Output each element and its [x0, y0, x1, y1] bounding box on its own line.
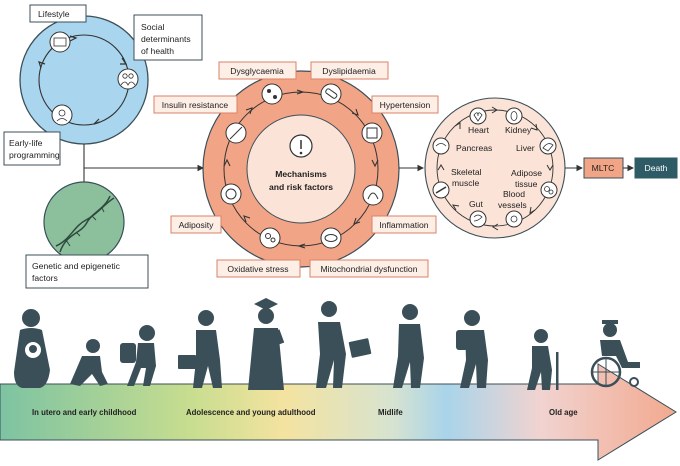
skeletal-label-1: Skeletal: [451, 167, 482, 177]
death-box: Death: [634, 157, 678, 179]
mechanisms-boxes-oxidative-stress-label: Oxidative stress: [227, 264, 288, 274]
blood-vessel-icon: [505, 210, 523, 228]
oxidative-icon: [259, 227, 281, 249]
elderly-cane-figure-icon: [527, 329, 559, 390]
heart-label: Heart: [468, 125, 490, 135]
social-label-2: determinants: [141, 34, 191, 44]
blood-pressure-icon: [361, 122, 383, 144]
inflammation-box: Inflammation: [371, 215, 437, 234]
life-course-figures: [14, 298, 640, 390]
inflammation-icon: [362, 184, 384, 206]
gut-label: Gut: [469, 199, 483, 209]
mechanisms-boxes-dyslipidaemia-label: Dyslipidaemia: [322, 66, 376, 76]
gut-icon: [469, 210, 487, 228]
adipose-label-1: Adipose: [511, 168, 542, 178]
mechanisms-circle: Mechanisms and risk factors: [202, 70, 400, 268]
adult-folder-figure-icon: [316, 301, 372, 388]
lipid-icon: [320, 83, 342, 105]
fat-cell-icon: [220, 183, 242, 205]
dysglycaemia-box: Dysglycaemia: [218, 61, 297, 80]
mechanisms-boxes-mitochondrial-label: Mitochondrial dysfunction: [321, 264, 418, 274]
social-icon: [117, 68, 139, 90]
pancreas-icon: [432, 137, 450, 155]
insulin-resistance-box: Insulin resistance: [153, 95, 238, 114]
infant-icon: [51, 104, 73, 126]
timeline-arrow: [0, 363, 677, 461]
lifestyle-box: Lifestyle: [29, 4, 87, 23]
outcomes-death-label: Death: [645, 163, 668, 173]
adolescent-figure-icon: [178, 310, 222, 388]
outcomes-mltc-label: MLTC: [592, 163, 615, 173]
lifestyle-icon: [49, 31, 71, 53]
midlife-figure-icon: [393, 304, 424, 388]
early-life-box: Early-life programming: [3, 131, 61, 166]
adiposity-box: Adiposity: [170, 215, 222, 234]
blood-label-1: Blood: [503, 189, 525, 199]
insulin-icon: [225, 122, 247, 144]
heart-icon: [469, 107, 487, 125]
older-adult-figure-icon: [456, 310, 488, 388]
mitochondrial-box: Mitochondrial dysfunction: [309, 259, 429, 278]
social-box: Social determinants of health: [133, 14, 203, 61]
mechanisms-label-1: Mechanisms: [275, 169, 327, 179]
pancreas-label: Pancreas: [456, 143, 492, 153]
social-label-3: of health: [141, 46, 174, 56]
kidney-label: Kidney: [505, 125, 532, 135]
pregnant-figure-icon: [14, 309, 50, 388]
timeline-stage-2: Adolescence and young adulthood: [186, 408, 316, 417]
hypertension-box: Hypertension: [371, 95, 439, 114]
early-life-label-2: programming: [9, 150, 60, 160]
mechanisms-label-2: and risk factors: [269, 182, 333, 192]
genetic-circle: [43, 181, 125, 263]
genetic-label-1: Genetic and epigenetic: [32, 261, 121, 271]
organs-circle: Heart Kidney Pancreas Liver Skeletal mus…: [424, 97, 566, 239]
mechanisms-boxes-adiposity-label: Adiposity: [179, 220, 215, 230]
genetic-label-2: factors: [32, 273, 58, 283]
dyslipidaemia-box: Dyslipidaemia: [310, 61, 389, 80]
mitochondria-icon: [320, 227, 342, 249]
lifestyle-label: Lifestyle: [38, 9, 70, 19]
mechanisms-boxes-inflammation-label: Inflammation: [379, 220, 428, 230]
mltc-box: MLTC: [583, 157, 624, 179]
muscle-icon: [432, 181, 450, 199]
genetic-box: Genetic and epigenetic factors: [25, 254, 149, 289]
dna-icon: [55, 195, 115, 253]
timeline-stage-3: Midlife: [378, 408, 403, 417]
liver-icon: [539, 137, 557, 155]
glucose-icon: [261, 83, 283, 105]
liver-label: Liver: [516, 143, 535, 153]
schoolchild-figure-icon: [120, 325, 156, 386]
timeline-stage-4: Old age: [549, 408, 578, 417]
kidney-icon: [505, 107, 523, 125]
mechanisms-boxes-insulin-resistance-label: Insulin resistance: [162, 100, 229, 110]
blood-label-2: vessels: [498, 200, 527, 210]
mechanisms-boxes-hypertension-label: Hypertension: [380, 100, 431, 110]
wheelchair-figure-icon: [590, 320, 640, 388]
mechanisms-boxes-dysglycaemia-label: Dysglycaemia: [230, 66, 284, 76]
oxidative-stress-box: Oxidative stress: [216, 259, 301, 278]
timeline-stage-1: In utero and early childhood: [32, 408, 137, 417]
adipose-label-2: tissue: [515, 179, 538, 189]
early-life-label-1: Early-life: [9, 138, 43, 148]
adipose-icon: [540, 181, 558, 199]
skeletal-label-2: muscle: [452, 178, 479, 188]
graduate-figure-icon: [248, 298, 285, 390]
left-cycle: [19, 15, 149, 145]
social-label-1: Social: [141, 22, 164, 32]
child-figure-icon: [70, 339, 108, 386]
